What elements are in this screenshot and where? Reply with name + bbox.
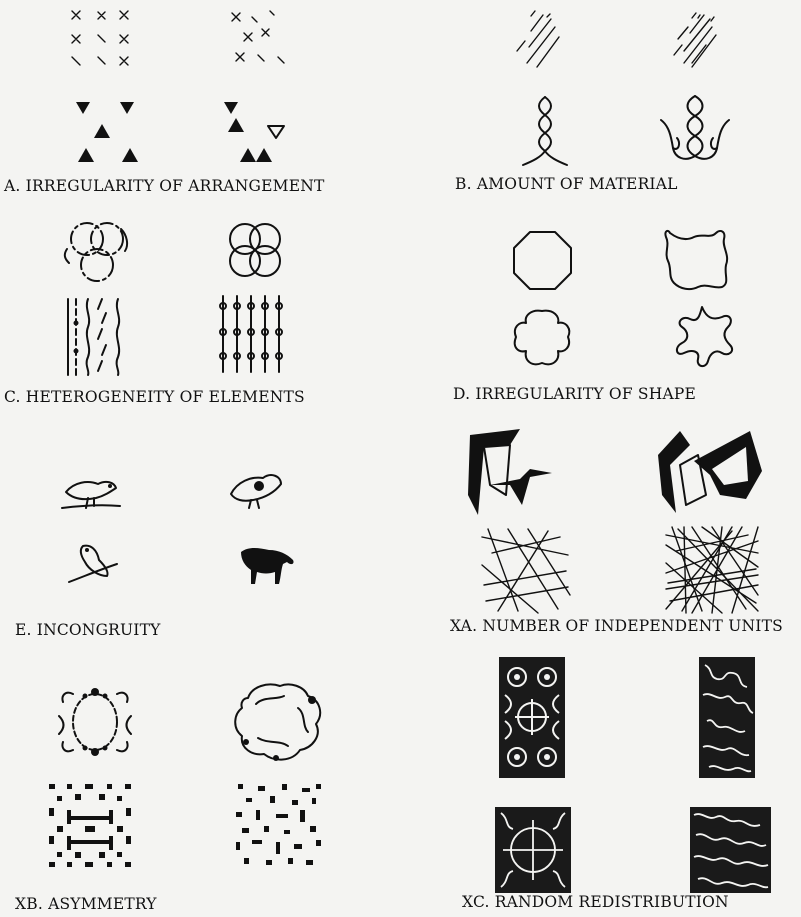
- caption-e: E. INCONGRUITY: [15, 621, 161, 639]
- caption-xa: XA. NUMBER OF INDEPENDENT UNITS: [450, 617, 783, 635]
- braid-ornate-figure: [655, 92, 735, 170]
- mixed-vertical-lines-figure: [62, 295, 132, 380]
- square-pattern-random-figure: [688, 805, 773, 895]
- x-marks-regular-figure: [60, 5, 150, 75]
- caption-d: D. IRREGULARITY OF SHAPE: [453, 385, 696, 403]
- caption-xb: XB. ASYMMETRY: [15, 895, 157, 913]
- hatch-lines-sparse-figure: [505, 5, 565, 75]
- ornamental-panel-ordered-figure: [497, 655, 567, 780]
- caption-xc: XC. RANDOM REDISTRIBUTION: [462, 893, 729, 911]
- bird-on-branch-figure: [58, 470, 128, 515]
- octagon-figure: [510, 228, 575, 293]
- irregular-blob-figure: [660, 225, 735, 295]
- bird-perched-figure: [65, 540, 130, 585]
- symmetric-ornament-figure: [55, 680, 135, 765]
- ornamental-panel-random-figure: [697, 655, 757, 780]
- caption-a: A. IRREGULARITY OF ARRANGEMENT: [4, 177, 325, 195]
- triangles-irregular-figure: [222, 100, 302, 165]
- quatrefoil-figure: [510, 305, 575, 370]
- caption-c: C. HETEROGENEITY OF ELEMENTS: [4, 388, 305, 406]
- asymmetric-ornament-figure: [228, 678, 328, 766]
- broken-circles-figure: [55, 215, 140, 293]
- irregular-star-figure: [672, 303, 742, 373]
- braid-simple-figure: [515, 95, 575, 170]
- triangles-regular-figure: [70, 100, 150, 165]
- square-pattern-ordered-figure: [493, 805, 573, 895]
- beaded-vertical-lines-figure: [215, 292, 295, 377]
- hatch-lines-dense-figure: [660, 5, 720, 75]
- x-marks-irregular-figure: [222, 5, 302, 75]
- bird-spotted-figure: [225, 468, 290, 513]
- asymmetric-dot-pattern-figure: [232, 780, 327, 870]
- caption-b: B. AMOUNT OF MATERIAL: [455, 175, 678, 193]
- lines-few-figure: [478, 525, 573, 615]
- angular-shapes-many-figure: [650, 425, 765, 520]
- symmetric-dot-pattern-figure: [45, 780, 135, 870]
- angular-shapes-few-figure: [460, 425, 570, 520]
- horse-figure: [235, 540, 300, 590]
- four-circles-figure: [215, 215, 295, 293]
- lines-many-figure: [662, 523, 762, 615]
